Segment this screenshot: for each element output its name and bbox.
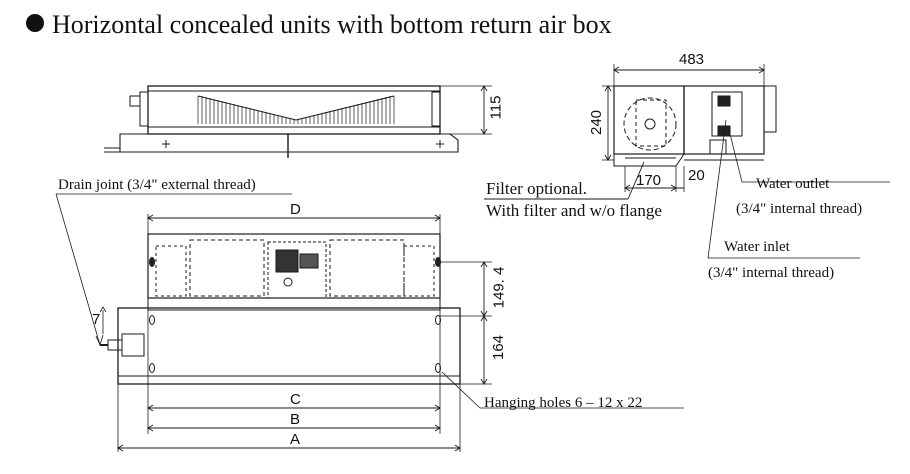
dim-7: 7 xyxy=(92,311,101,328)
dim-164: 164 xyxy=(490,334,508,361)
dim-170: 170 xyxy=(636,172,662,189)
filter-flange-label: With filter and w/o flange xyxy=(486,201,662,220)
dim-C: C xyxy=(290,391,301,408)
heading-text: Horizontal concealed units with bottom r… xyxy=(52,10,612,39)
dim-D: D xyxy=(290,201,301,218)
water-outlet-thread-label: (3/4" internal thread) xyxy=(736,201,863,217)
dim-115: 115 xyxy=(487,95,505,120)
water-inlet-label: Water inlet xyxy=(724,239,790,255)
hanging-holes-label: Hanging holes 6 – 12 x 22 xyxy=(484,395,643,411)
coil-fins xyxy=(197,95,395,124)
dim-20: 20 xyxy=(688,167,705,184)
dim-A: A xyxy=(290,431,301,448)
water-outlet-label: Water outlet xyxy=(756,176,830,192)
end-view xyxy=(484,64,890,259)
side-view xyxy=(104,85,492,158)
filter-optional-label: Filter optional. xyxy=(486,179,588,198)
dim-149-4: 149. 4 xyxy=(490,266,508,309)
page-heading: Horizontal concealed units with bottom r… xyxy=(26,10,612,40)
dim-483: 483 xyxy=(679,51,705,68)
drain-joint-label: Drain joint (3/4" external thread) xyxy=(58,177,256,193)
water-inlet-thread-label: (3/4" internal thread) xyxy=(708,265,835,281)
bullet-icon xyxy=(26,14,44,32)
dim-B: B xyxy=(290,411,301,428)
dim-240: 240 xyxy=(588,109,606,136)
plan-view xyxy=(55,193,684,452)
